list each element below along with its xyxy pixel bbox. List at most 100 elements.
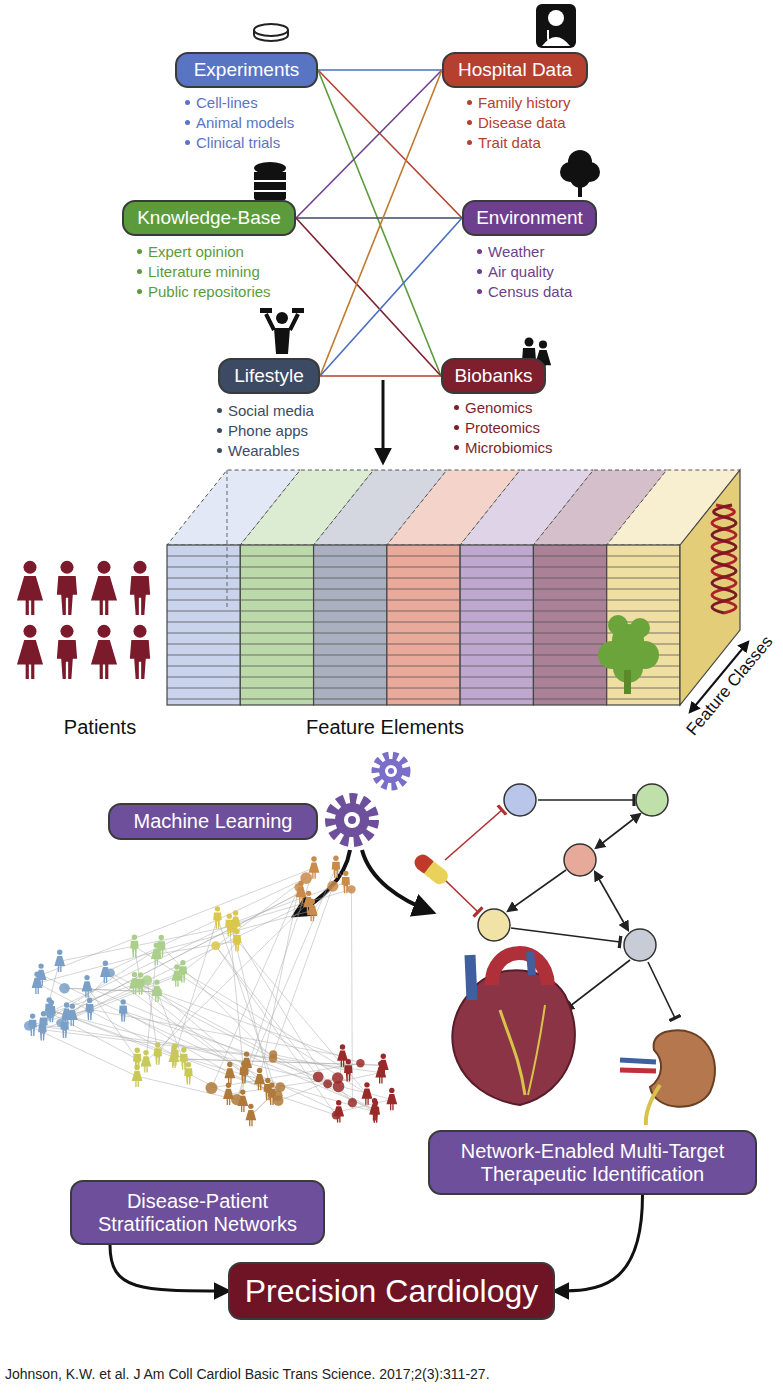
bullet-text: Animal models [196,114,294,131]
bullet-item: Clinical trials [185,134,280,151]
bullet-dot [217,408,222,413]
database-icon [254,162,286,203]
patient-network [24,855,397,1126]
bullet-item: Public repositories [137,283,271,300]
bullet-dot [467,120,472,125]
heart-illustration [452,952,575,1105]
connector [296,217,462,219]
flow-arrow [382,380,385,462]
bullet-dot [137,249,142,254]
bullet-text: Trait data [478,134,541,151]
source-box: LifestyleSocial mediaPhone appsWearables [218,358,320,394]
tree-icon [560,150,600,197]
source-box: Knowledge-BaseExpert opinionLiterature m… [122,200,296,236]
box-title: Experiments [194,59,300,81]
box-title: Environment [476,207,583,229]
pill-dish-icon [254,24,288,41]
result-box: Precision Cardiology [228,1262,555,1320]
bullet-dot [477,269,482,274]
connector [318,69,442,71]
bullet-text: Expert opinion [148,243,244,260]
exercise-icon [260,308,304,354]
source-box: BiobanksGenomicsProteomicsMicrobiomics [441,358,546,394]
box-title: Precision Cardiology [245,1273,538,1310]
bullet-item: Air quality [477,263,554,280]
box-title: Biobanks [454,365,532,387]
process-box: Disease-Patient Stratification Networks [70,1180,325,1245]
figure-label: Feature Elements [306,716,464,739]
connector [320,375,441,377]
bullet-text: Microbiomics [465,439,553,456]
connector [320,70,442,376]
bullet-dot [454,425,459,430]
bullet-text: Literature mining [148,263,260,280]
bullet-item: Census data [477,283,572,300]
bullet-dot [217,448,222,453]
connector [555,1195,643,1291]
bullet-text: Weather [488,243,544,260]
bullet-item: Literature mining [137,263,260,280]
box-title: Hospital Data [458,59,572,81]
bullet-text: Air quality [488,263,554,280]
source-box: EnvironmentWeatherAir qualityCensus data [462,200,597,236]
bullet-text: Clinical trials [196,134,280,151]
bullet-item: Proteomics [454,419,540,436]
source-box: Hospital DataFamily historyDisease dataT… [442,52,588,88]
bullet-item: Expert opinion [137,243,244,260]
data-cube [167,470,740,705]
bullet-text: Census data [488,283,572,300]
process-box: Network-Enabled Multi-Target Therapeutic… [428,1130,757,1195]
gear-icon [331,756,406,841]
bullet-text: Cell-lines [196,94,258,111]
box-title: Knowledge-Base [137,207,281,229]
bullet-dot [185,120,190,125]
caption: Johnson, K.W. et al. J Am Coll Cardiol B… [5,1366,490,1382]
bullet-text: Wearables [228,442,299,459]
bullet-dot [137,289,142,294]
bullet-item: Disease data [467,114,566,131]
bullet-dot [467,100,472,105]
bullet-text: Disease data [478,114,566,131]
bullet-dot [185,140,190,145]
bullet-dot [137,269,142,274]
bullet-text: Family history [478,94,571,111]
bullet-text: Proteomics [465,419,540,436]
bullet-item: Animal models [185,114,294,131]
figure-label: Patients [64,716,136,739]
box-title: Machine Learning [134,810,293,833]
bullet-item: Cell-lines [185,94,258,111]
bullet-dot [217,428,222,433]
ml-arrow [295,850,350,915]
bullet-item: Microbiomics [454,439,553,456]
box-title: Disease-Patient Stratification Networks [82,1190,313,1236]
connector [110,1245,228,1291]
source-box: ExperimentsCell-linesAnimal modelsClinic… [175,52,318,88]
connector [318,70,441,376]
patient-icons [17,561,150,679]
bullet-item: Phone apps [217,422,308,439]
pill-icon [411,851,451,887]
bullet-text: Phone apps [228,422,308,439]
bullet-dot [454,445,459,450]
bullet-dot [467,140,472,145]
connector [320,218,462,376]
bullet-item: Trait data [467,134,541,151]
connector [296,70,442,218]
kidney-illustration [620,1030,715,1125]
box-title: Network-Enabled Multi-Target Therapeutic… [440,1140,745,1186]
bullet-dot [454,405,459,410]
bullet-item: Social media [217,402,314,419]
bullet-text: Social media [228,402,314,419]
bullet-item: Wearables [217,442,299,459]
box-title: Lifestyle [234,365,304,387]
connector [296,218,441,376]
connector [318,70,462,218]
pathway-circles [478,784,668,961]
doctor-icon [536,4,576,48]
bullet-dot [185,100,190,105]
bullet-dot [477,289,482,294]
bullet-text: Genomics [465,399,533,416]
bullet-item: Family history [467,94,571,111]
bullet-item: Weather [477,243,544,260]
